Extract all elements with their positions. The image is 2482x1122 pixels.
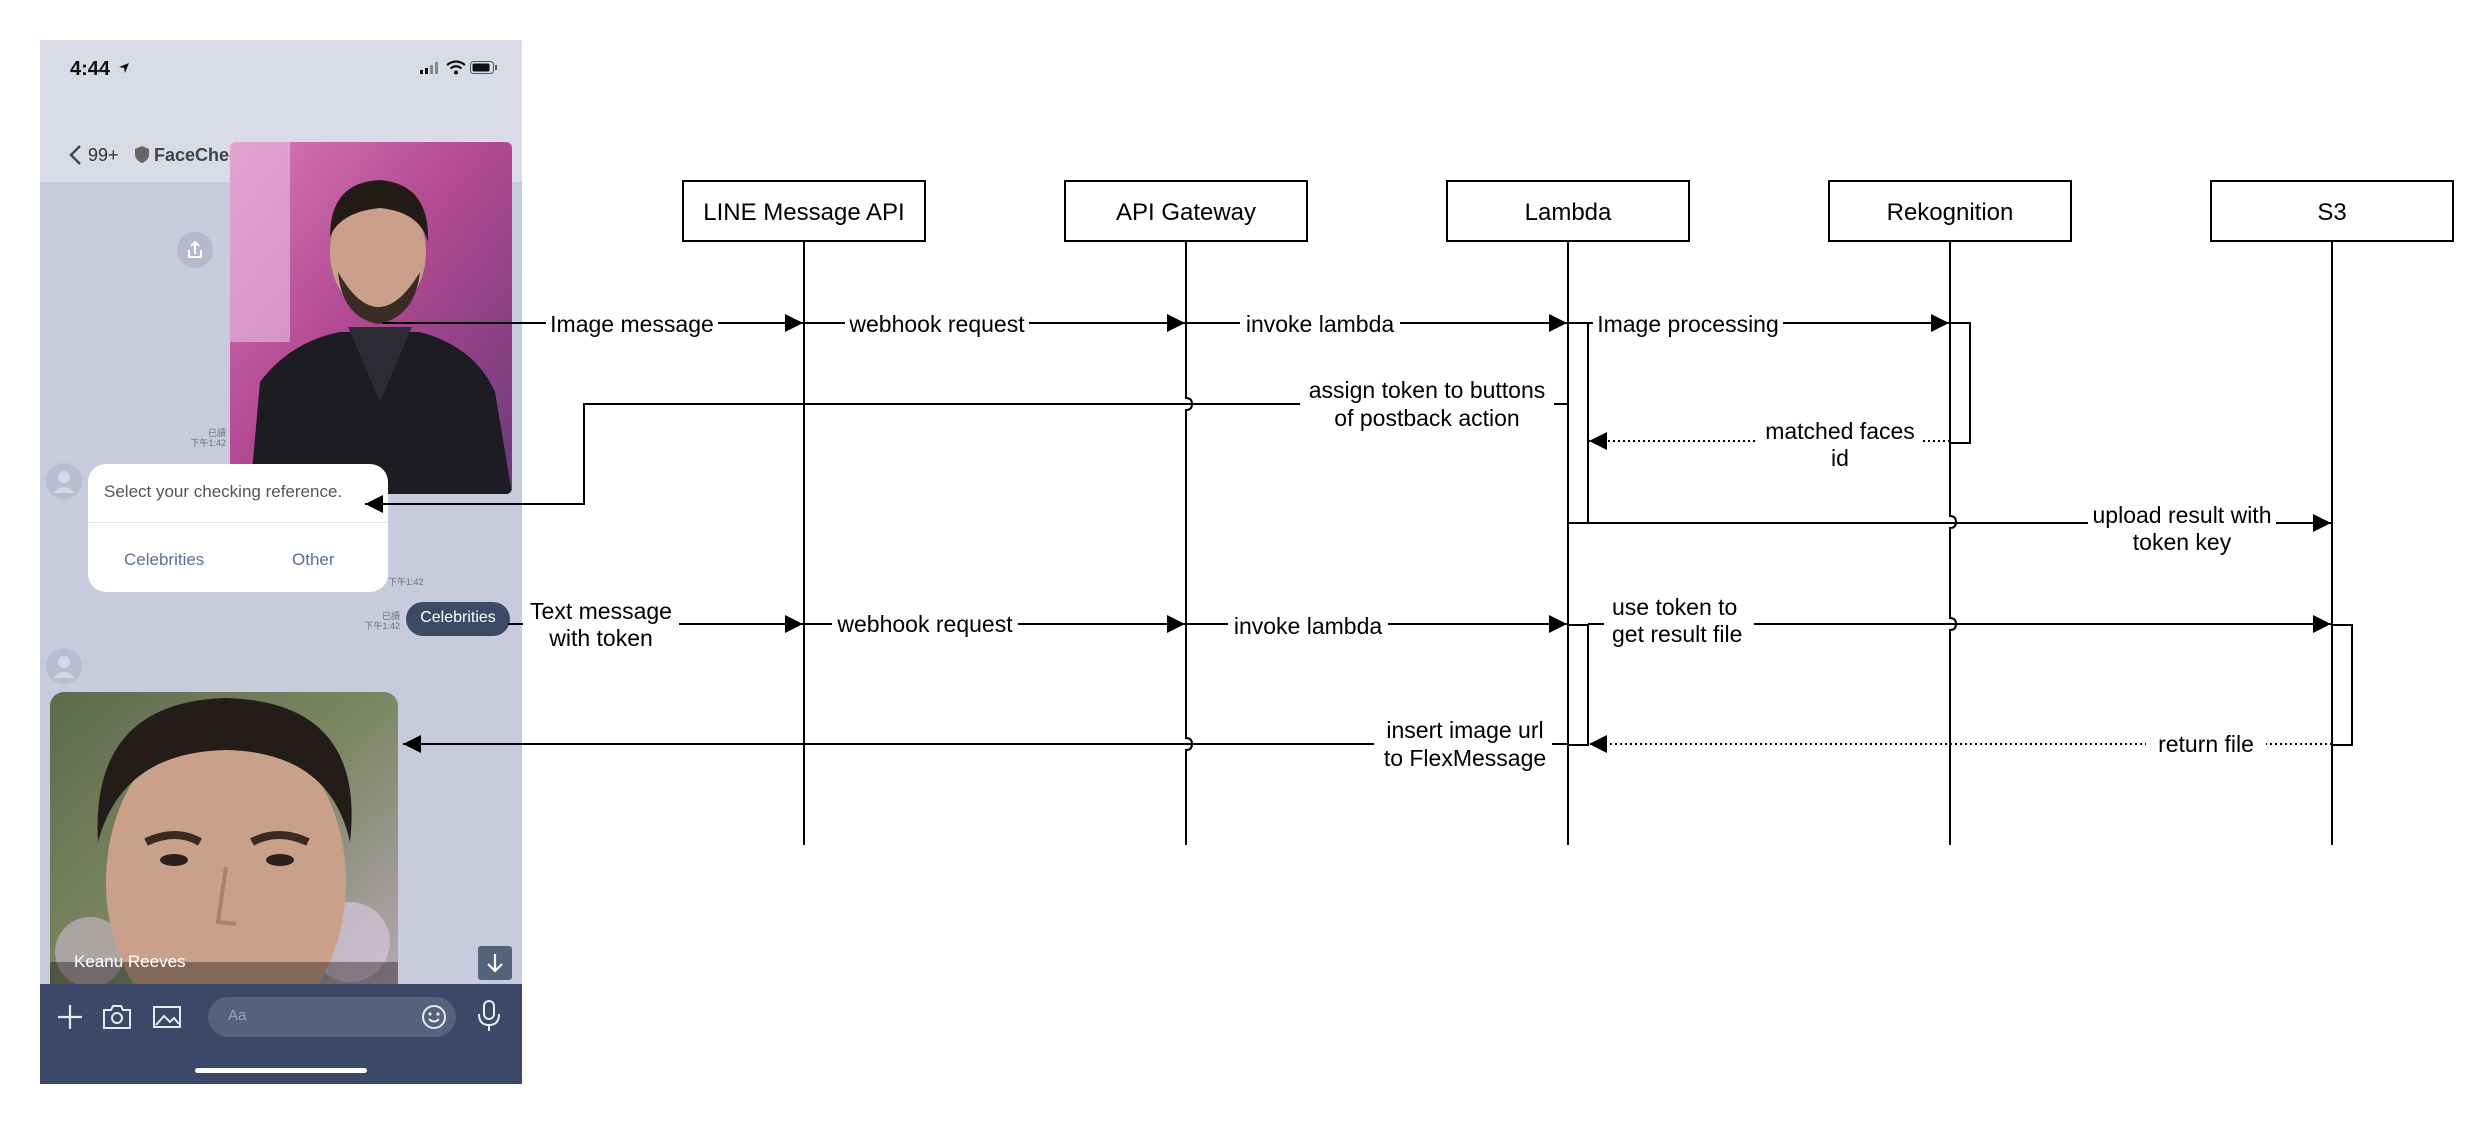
- label-insert-image-url-line2: to FlexMessage: [1384, 745, 1546, 771]
- label-return-file: return file: [2158, 731, 2254, 757]
- label-text-message-line1: Text message: [530, 598, 672, 624]
- image-icon[interactable]: [152, 1005, 182, 1029]
- time-mark-3: 下午1:42: [364, 621, 400, 631]
- participant-line-message-api: LINE Message API: [682, 180, 926, 845]
- participant-label: Lambda: [1525, 199, 1612, 226]
- avatar-icon: [46, 648, 82, 684]
- sent-photo[interactable]: [230, 142, 512, 494]
- bubble-divider: [88, 522, 388, 523]
- label-assign-token-line1: assign token to buttons: [1309, 377, 1546, 403]
- label-webhook-request-2: webhook request: [836, 611, 1013, 637]
- reference-select-bubble: Select your checking reference. Celebrit…: [88, 464, 388, 592]
- back-count[interactable]: 99+: [88, 145, 119, 165]
- shield-icon: [135, 146, 149, 163]
- s3-activation: [2331, 624, 2353, 746]
- participant-label: LINE Message API: [703, 199, 904, 226]
- home-indicator: [195, 1068, 367, 1073]
- label-text-message-line2: with token: [548, 625, 653, 651]
- rekognition-activation: [1949, 322, 1971, 444]
- option-other-button[interactable]: Other: [292, 550, 335, 569]
- wifi-icon: [446, 60, 466, 75]
- participant-label: API Gateway: [1116, 199, 1256, 226]
- battery-icon: [470, 61, 497, 74]
- input-placeholder: Aa: [228, 1007, 247, 1024]
- label-invoke-lambda-2: invoke lambda: [1234, 613, 1383, 639]
- label-matched-faces-line1: matched faces: [1765, 418, 1915, 444]
- label-upload-result-line1: upload result with: [2093, 502, 2272, 528]
- lambda-activation-1: [1567, 322, 1589, 524]
- arrow-down-icon: [487, 954, 503, 973]
- signal-icon: [420, 62, 438, 74]
- label-webhook-request-1: webhook request: [848, 311, 1025, 337]
- back-chevron-icon[interactable]: [68, 144, 82, 166]
- sent-reply-text: Celebrities: [420, 609, 496, 626]
- camera-icon[interactable]: [102, 1004, 132, 1030]
- label-upload-result-line2: token key: [2133, 529, 2232, 555]
- label-use-token-line1: use token to: [1612, 594, 1737, 620]
- time-mark-1: 下午1:42: [190, 438, 226, 448]
- result-photo[interactable]: [50, 692, 398, 1004]
- share-icon[interactable]: [177, 232, 213, 268]
- location-arrow-icon: [119, 63, 129, 73]
- message-input-bar: Aa: [40, 984, 522, 1084]
- line-chat-screenshot: 4:44 99+ FaceCheck: [40, 40, 522, 1084]
- microphone-icon[interactable]: [476, 999, 502, 1033]
- sent-reply-pill: Celebrities: [406, 602, 510, 636]
- participant-label: Rekognition: [1887, 199, 2014, 226]
- status-bar: 4:44: [40, 40, 522, 98]
- result-photo-caption: Keanu Reeves: [74, 952, 186, 971]
- participant-rekognition: Rekognition: [1828, 180, 2072, 845]
- label-assign-token-line2: of postback action: [1334, 405, 1519, 431]
- status-time: 4:44: [70, 58, 111, 80]
- plus-icon[interactable]: [56, 1003, 84, 1031]
- sent-photo-image: [230, 142, 512, 494]
- avatar-icon: [46, 463, 82, 499]
- participant-s3: S3: [2210, 180, 2454, 845]
- read-mark-2: 已讀: [381, 611, 400, 621]
- label-use-token-line2: get result file: [1612, 621, 1742, 647]
- arrow-assign-token: [365, 403, 1568, 513]
- option-celebrities-button[interactable]: Celebrities: [124, 550, 205, 569]
- label-invoke-lambda-1: invoke lambda: [1246, 311, 1395, 337]
- label-matched-faces-line2: id: [1831, 445, 1849, 471]
- time-mark-2: 下午1:42: [388, 577, 424, 587]
- label-insert-image-url-line1: insert image url: [1386, 717, 1543, 743]
- emoji-icon[interactable]: [420, 1003, 448, 1031]
- participant-label: S3: [2317, 199, 2346, 226]
- message-input[interactable]: Aa: [208, 997, 456, 1037]
- scroll-down-button[interactable]: [478, 946, 512, 980]
- participant-api-gateway: API Gateway: [1064, 180, 1308, 845]
- result-photo-image: [50, 692, 398, 1004]
- read-mark-1: 已讀: [207, 428, 226, 438]
- chat-name: FaceCheck: [154, 145, 250, 165]
- lambda-activation-2: [1567, 624, 1589, 746]
- label-image-message: Image message: [550, 311, 714, 337]
- bubble-prompt: Select your checking reference.: [104, 482, 343, 501]
- label-image-processing: Image processing: [1597, 311, 1779, 337]
